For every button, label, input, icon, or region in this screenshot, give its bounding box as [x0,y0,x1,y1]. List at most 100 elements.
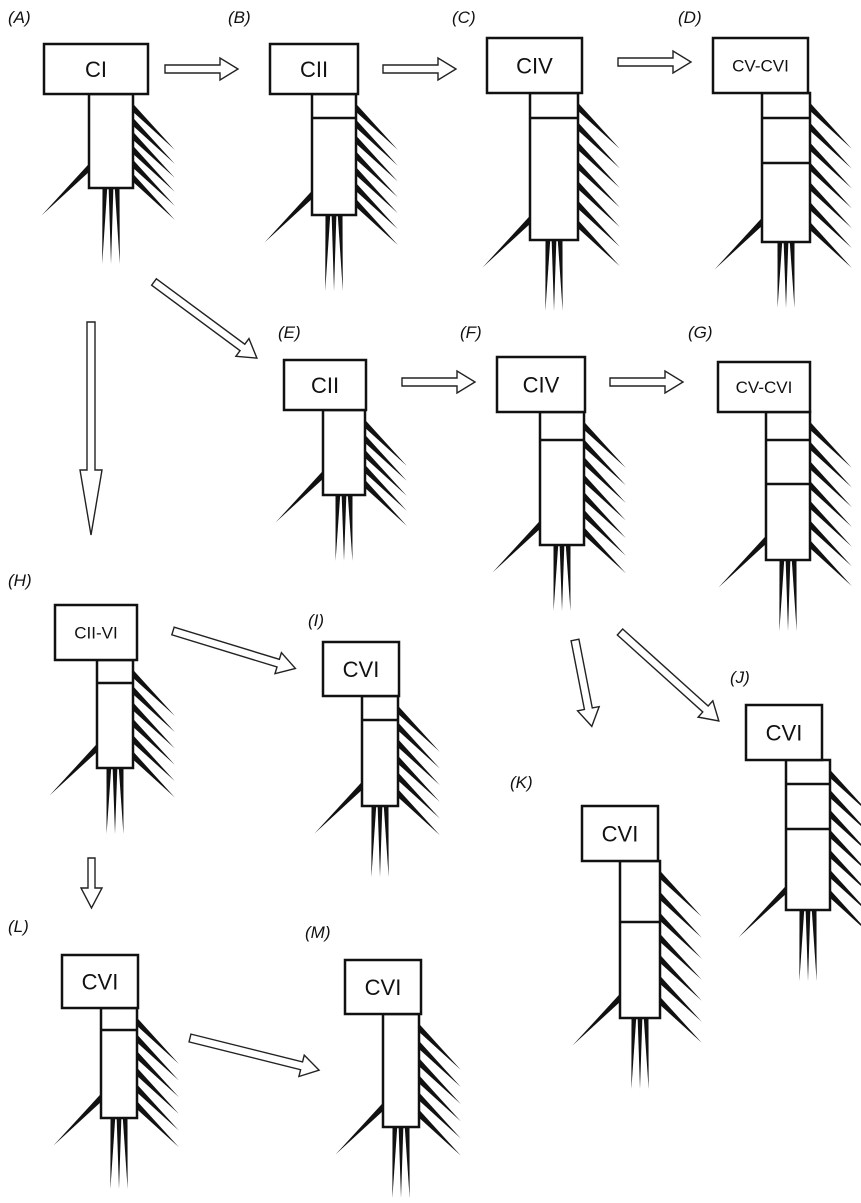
stage-box [744,703,824,762]
seta [414,1023,461,1070]
body-segment [360,694,400,808]
panel-label: (H) [8,571,32,590]
seta [825,769,861,816]
seta [805,222,852,268]
caudal-ramus [551,236,557,311]
stage-box [60,953,140,1010]
seta [579,509,626,556]
panel-l: (L)CVI [8,917,179,1189]
stage-label: CVI [365,975,402,1000]
caudal-ramus [118,763,124,834]
body-segment [784,758,832,912]
seta [335,1102,388,1155]
arrow-a-h [79,321,103,536]
caudal-ramus [341,491,347,561]
seta [128,735,175,782]
stage-label: CI [85,57,107,82]
seta [805,202,852,249]
panel-label: (L) [8,917,29,936]
stage-box [321,640,401,698]
seta [49,743,102,796]
arrow-a-b [164,56,240,82]
seta [360,449,407,496]
caudal-ramus [116,1114,122,1189]
arrow-f-j [616,628,720,722]
caudal-ramus [106,763,112,834]
arrow-h-i [170,626,297,675]
seta [655,870,702,917]
caudal-ramus [108,184,114,264]
seta [579,421,626,468]
seta [655,912,702,959]
seta [714,217,767,270]
stage-label: CII [300,57,328,82]
caudal-ramus [545,235,551,311]
stage-label: CVI [343,657,380,682]
caudal-ramus [811,905,817,981]
seta [393,789,440,836]
caudal-ramus [325,210,331,291]
stage-label: CII-VI [74,624,117,643]
seta [351,119,398,166]
seta [572,993,625,1046]
stage-label: CVI [766,720,803,745]
body-segment [381,1012,421,1129]
seta [393,739,440,786]
panel-label: (B) [228,8,251,27]
panel-j: (J) CVI [730,668,861,981]
body-segment [95,658,135,770]
panel-k: (K) CVI [510,773,702,1089]
seta [805,461,852,508]
seta [128,718,175,765]
seta [128,751,175,798]
seta [805,441,852,488]
seta [393,755,440,802]
caudal-ramus [631,1013,637,1089]
seta [805,162,852,209]
seta [655,996,702,1043]
stage-box [716,360,812,414]
body-segment [321,408,367,497]
caudal-ramus [122,1113,128,1189]
seta [132,1084,179,1131]
seta [805,122,852,169]
seta [314,781,367,834]
seta [718,535,771,588]
seta [351,151,398,198]
seta [128,131,175,178]
caudal-ramus [779,555,785,631]
seta [825,829,861,876]
caudal-ramus [110,1113,116,1189]
caudal-ramus [377,802,383,877]
seta [128,159,175,206]
seta [573,122,620,169]
seta [264,190,317,243]
seta [805,500,852,547]
seta [655,954,702,1001]
arrow-f-g [609,369,685,395]
seta [393,772,440,819]
body-segment [618,859,662,1020]
seta [351,103,398,150]
seta [573,161,620,208]
panel-label: (M) [305,923,330,942]
seta [655,933,702,980]
caudal-ramus [335,490,341,561]
panel-label: (J) [730,668,750,687]
caudal-ramus [112,764,118,834]
seta [805,182,852,229]
panel-b: (B) CII [228,8,398,291]
caudal-ramus [799,905,805,981]
seta [414,1041,461,1088]
seta [132,1101,179,1148]
panel-e: (E)CII [275,323,407,561]
seta [393,722,440,769]
arrow-c-d [617,49,693,75]
seta [414,1092,461,1139]
seta [351,183,398,230]
panel-label: (I) [308,611,324,630]
stage-label: CVI [602,821,639,846]
panel-label: (K) [510,773,533,792]
